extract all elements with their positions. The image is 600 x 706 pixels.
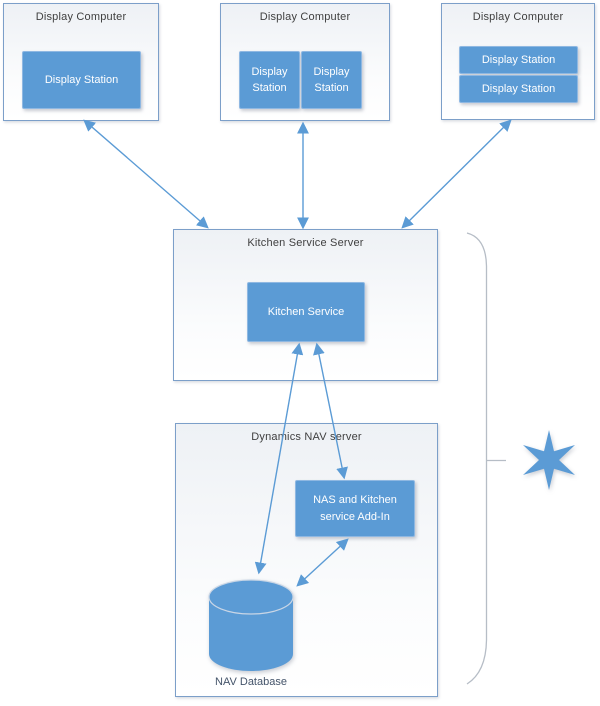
display-computer-title: Display Computer <box>35 11 127 23</box>
star-icon <box>523 430 575 490</box>
kitchen-service-server-box: Kitchen Service Server Kitchen Service <box>173 229 438 381</box>
display-computer-title: Display Computer <box>259 11 351 23</box>
display-computer-box-3: Display Computer Display Station Display… <box>441 3 595 120</box>
arrow-display3-kitchen <box>401 119 512 229</box>
display-computer-title: Display Computer <box>472 11 564 23</box>
display-station-box: Display Station <box>459 75 578 103</box>
display-station-box: Display Station <box>459 46 578 74</box>
nav-database-label: NAV Database <box>215 676 287 688</box>
curly-brace <box>466 232 488 685</box>
nas-addin-box: NAS and Kitchen service Add-In <box>295 480 415 537</box>
display-computer-box-1: Display Computer Display Station <box>3 3 159 121</box>
display-station-box: Display Station <box>22 51 141 109</box>
arrow-display1-kitchen <box>83 119 209 229</box>
kitchen-service-server-title: Kitchen Service Server <box>247 237 364 249</box>
display-station-box: Display Station <box>239 51 300 109</box>
kitchen-service-box: Kitchen Service <box>247 282 365 342</box>
display-computer-box-2: Display Computer Display Station Display… <box>220 3 390 121</box>
dynamics-nav-server-box: Dynamics NAV server NAS and Kitchen serv… <box>175 423 438 697</box>
display-station-box: Display Station <box>301 51 362 109</box>
brace-group <box>466 232 506 685</box>
dynamics-nav-server-title: Dynamics NAV server <box>251 431 362 443</box>
